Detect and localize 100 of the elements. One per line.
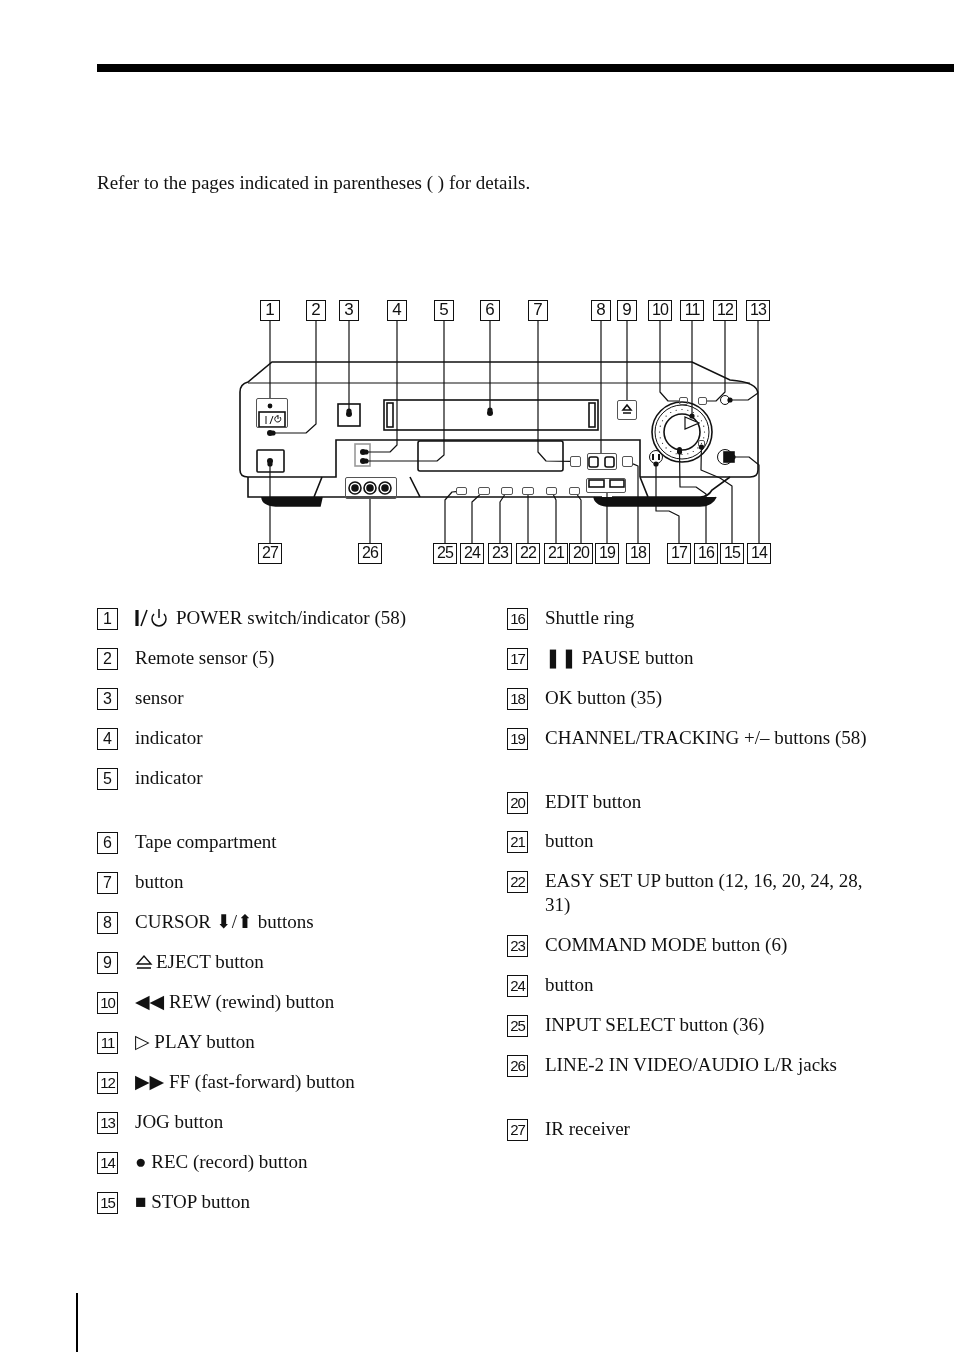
button-pair xyxy=(587,453,617,470)
callout-number: 2 xyxy=(306,300,326,321)
leader-line xyxy=(727,320,759,403)
callout-number: 10 xyxy=(648,300,672,321)
control-button xyxy=(546,487,557,495)
leader-line xyxy=(632,463,639,544)
stop-button xyxy=(698,440,705,447)
callout-number: 18 xyxy=(626,543,650,564)
part-description: ● REC (record) button xyxy=(135,1150,309,1174)
callout-number: 21 xyxy=(507,831,528,853)
part-description: button xyxy=(545,829,595,853)
leader-line xyxy=(606,492,608,544)
sensor-window xyxy=(346,411,352,417)
part-description: LINE-2 IN VIDEO/AUDIO L/R jacks xyxy=(545,1053,838,1077)
part-description: ◀◀ REW (rewind) button xyxy=(135,990,336,1014)
leader-line xyxy=(369,498,371,544)
part-description: EASY SET UP button (12, 16, 20, 24, 28, 31) xyxy=(545,869,864,917)
leader-line xyxy=(552,494,557,544)
part-description: ▷ PLAY button xyxy=(135,1030,256,1054)
part-description: ▶▶ FF (fast-forward) button xyxy=(135,1070,356,1094)
receiver-window xyxy=(267,458,273,464)
part-description: ■ STOP button xyxy=(135,1190,251,1214)
part-description: CURSOR ⬇/⬆ buttons xyxy=(135,910,315,934)
leader-line xyxy=(499,494,506,544)
shuttle-ring xyxy=(677,447,682,452)
callout-number: 3 xyxy=(339,300,359,321)
callout-number: 17 xyxy=(667,543,691,564)
callout-number: 26 xyxy=(507,1055,528,1077)
callout-number: 15 xyxy=(720,543,744,564)
callout-number: 9 xyxy=(617,300,637,321)
callout-number: 4 xyxy=(387,300,407,321)
part-description: button xyxy=(135,870,185,894)
callout-number: 23 xyxy=(507,935,528,957)
callout-number: 9 xyxy=(97,952,118,974)
eject-button xyxy=(617,400,637,420)
callout-number: 3 xyxy=(97,688,118,710)
callout-number: 19 xyxy=(595,543,619,564)
control-button xyxy=(478,487,490,495)
leader-line xyxy=(363,320,445,464)
part-description: indicator xyxy=(135,726,204,750)
part-description: EDIT button xyxy=(545,790,643,814)
indicator-lamp xyxy=(360,458,366,464)
part-description: ❚❚ PAUSE button xyxy=(545,646,695,670)
callout-number: 16 xyxy=(507,608,528,630)
callout-number: 12 xyxy=(713,300,737,321)
callout-number: 22 xyxy=(507,871,528,893)
leader-line xyxy=(444,491,457,544)
callout-number: 13 xyxy=(746,300,770,321)
callout-number: 13 xyxy=(97,1112,118,1134)
leader-line xyxy=(689,320,695,419)
part-description: COMMAND MODE button (6) xyxy=(545,933,789,957)
callout-number: 8 xyxy=(97,912,118,934)
callout-number: 20 xyxy=(507,792,528,814)
leader-line xyxy=(537,320,571,462)
part-description: OK button (35) xyxy=(545,686,664,710)
control-button xyxy=(570,456,581,467)
part-description: Shuttle ring xyxy=(545,606,636,630)
control-button xyxy=(522,487,534,495)
part-description: Tape compartment xyxy=(135,830,278,854)
cassette-slot xyxy=(487,410,493,416)
callout-number: 8 xyxy=(591,300,611,321)
leader-line xyxy=(270,320,317,436)
jack-panel xyxy=(345,477,397,499)
callout-number: 4 xyxy=(97,728,118,750)
callout-number: 7 xyxy=(528,300,548,321)
leader-line xyxy=(346,320,352,414)
callout-number: 12 xyxy=(97,1072,118,1094)
callout-number: 24 xyxy=(507,975,528,997)
leader-line xyxy=(471,494,481,544)
callout-number: 24 xyxy=(460,543,484,564)
part-description: CHANNEL/TRACKING +/– buttons (58) xyxy=(545,726,868,750)
leader-line xyxy=(600,320,602,454)
control-button xyxy=(698,397,707,405)
leader-line xyxy=(706,320,726,402)
leader-line xyxy=(267,461,273,544)
part-description: EJECT button xyxy=(156,950,265,974)
sensor-window xyxy=(267,430,273,436)
callout-number: 22 xyxy=(516,543,540,564)
power-switch xyxy=(256,398,288,428)
indicator-lamp xyxy=(360,449,366,455)
part-description: POWER switch/indicator (58) xyxy=(176,606,408,630)
part-description: INPUT SELECT button (36) xyxy=(545,1013,766,1037)
leader-line xyxy=(659,320,680,402)
part-description: button xyxy=(545,973,595,997)
callout-number: 11 xyxy=(97,1032,118,1054)
callout-number: 15 xyxy=(97,1192,118,1214)
leader-line xyxy=(363,320,398,455)
control-button xyxy=(569,487,580,495)
callout-number: 27 xyxy=(507,1119,528,1141)
callout-number: 16 xyxy=(694,543,718,564)
callout-number: 7 xyxy=(97,872,118,894)
callout-number: 25 xyxy=(433,543,457,564)
leader-line xyxy=(698,444,733,544)
part-description: indicator xyxy=(135,766,204,790)
part-description: Remote sensor (5) xyxy=(135,646,276,670)
control-button xyxy=(622,456,633,467)
control-button xyxy=(501,487,513,495)
play-button xyxy=(684,416,700,430)
callout-number: 14 xyxy=(97,1152,118,1174)
part-description: sensor xyxy=(135,686,185,710)
